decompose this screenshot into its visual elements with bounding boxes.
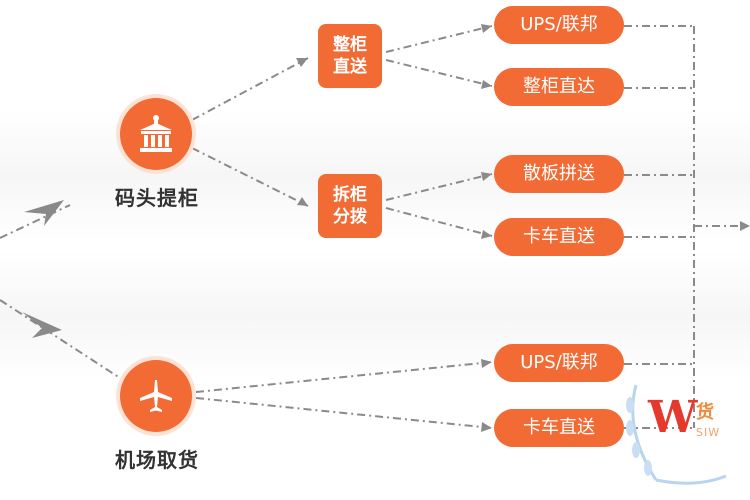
line-dock-devan bbox=[191, 147, 309, 207]
full-container-line2: 直送 bbox=[333, 57, 367, 77]
airport-hub-label: 机场取货 bbox=[115, 448, 199, 472]
line-devan-scattered bbox=[385, 173, 493, 201]
chevron-dock-entry bbox=[24, 200, 64, 226]
watermark-logo-en: SIW bbox=[696, 426, 721, 439]
airport-hub-circle bbox=[120, 360, 192, 432]
line-full-fulldirect bbox=[385, 59, 493, 87]
watermark-logo-letter: W bbox=[648, 392, 698, 443]
arrowhead-dock-devan bbox=[297, 197, 308, 206]
building-icon bbox=[140, 115, 172, 152]
devanning-line2: 分拨 bbox=[333, 207, 367, 227]
line-devan-truck1 bbox=[385, 207, 493, 237]
chevron-airport-entry bbox=[22, 312, 62, 338]
arrowhead-airport-truck2 bbox=[481, 422, 492, 432]
arrowhead-devan-scattered bbox=[481, 172, 492, 181]
devanning-node: 拆柜 分拨 bbox=[318, 174, 382, 238]
arrowhead-devan-truck1 bbox=[481, 230, 492, 239]
line-airport-truck2 bbox=[195, 397, 493, 429]
full-container-line1: 整柜 bbox=[333, 35, 367, 55]
devanning-line1: 拆柜 bbox=[333, 185, 367, 205]
background-band-bottom bbox=[0, 250, 750, 380]
dest-scattered: 散板拼送 bbox=[494, 155, 624, 193]
line-airport-ups2 bbox=[195, 361, 493, 393]
entry-line-airport bbox=[0, 299, 121, 379]
dest-full-direct: 整柜直达 bbox=[494, 68, 624, 106]
line-dock-full bbox=[191, 57, 309, 121]
arrowhead-dock-full bbox=[296, 58, 308, 67]
laurel-watermark-icon bbox=[626, 384, 727, 485]
airplane-icon bbox=[140, 380, 172, 412]
entry-line-dock bbox=[0, 204, 71, 239]
dest-truck-1: 卡车直送 bbox=[494, 218, 624, 256]
watermark-logo-cn: 货 bbox=[696, 402, 714, 423]
arrowhead-airport-ups2 bbox=[481, 359, 492, 368]
dock-hub-circle bbox=[120, 98, 192, 170]
full-container-node: 整柜 直送 bbox=[318, 24, 382, 88]
dock-hub-label: 码头提柜 bbox=[115, 186, 199, 210]
arrowhead-full-ups1 bbox=[481, 24, 492, 33]
dest-truck-2: 卡车直送 bbox=[494, 409, 624, 447]
dest-ups-fedex-1: UPS/联邦 bbox=[494, 6, 624, 44]
arrowhead-exit bbox=[740, 221, 750, 231]
arrowhead-full-fulldirect bbox=[481, 80, 492, 89]
dest-ups-fedex-2: UPS/联邦 bbox=[494, 344, 624, 382]
line-full-ups1 bbox=[385, 25, 493, 53]
